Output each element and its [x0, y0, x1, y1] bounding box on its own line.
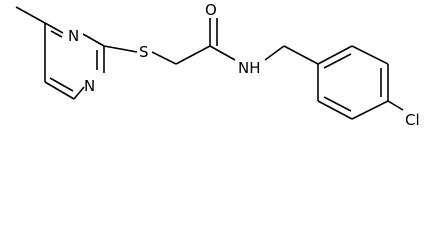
bond-n1-c6 — [73, 86, 85, 100]
bond-carbonyl-o — [209, 18, 218, 46]
bond-benzene-c1-c2 — [317, 45, 353, 69]
bond-ch2-aryl — [283, 45, 319, 65]
bond-benzene-c3-c4 — [380, 64, 389, 101]
chemical-structure-diagram: N N S O NH Cl — [15, 1, 420, 129]
atom-label-amide-nh: NH — [238, 59, 261, 77]
bond-c2-n1 — [96, 46, 105, 73]
bond-c6-c5 — [44, 77, 75, 100]
bond-nh-ch2 — [264, 45, 285, 61]
bond-ch2-carbonyl — [175, 45, 211, 65]
atom-label-carbonyl-oxygen: O — [205, 1, 217, 19]
bond-carbonyl-nh — [209, 45, 236, 61]
bond-c4-n3 — [44, 22, 64, 38]
bond-benzene-c2-c3 — [351, 45, 389, 65]
atom-label-ring-n1: N — [84, 77, 95, 95]
bond-n3-c2 — [82, 33, 105, 47]
bond-benzene-c4-c5 — [351, 100, 389, 120]
bond-s-ch2 — [151, 51, 177, 65]
atom-label-sulfur: S — [139, 43, 149, 61]
bond-benzene-c5-c6 — [317, 96, 353, 120]
atom-label-chlorine: Cl — [405, 111, 420, 129]
bond-methyl-c4 — [15, 6, 46, 24]
bond-c2-s — [103, 45, 138, 53]
atom-label-ring-n3: N — [68, 27, 79, 45]
bond-aryl-cl — [387, 100, 404, 111]
